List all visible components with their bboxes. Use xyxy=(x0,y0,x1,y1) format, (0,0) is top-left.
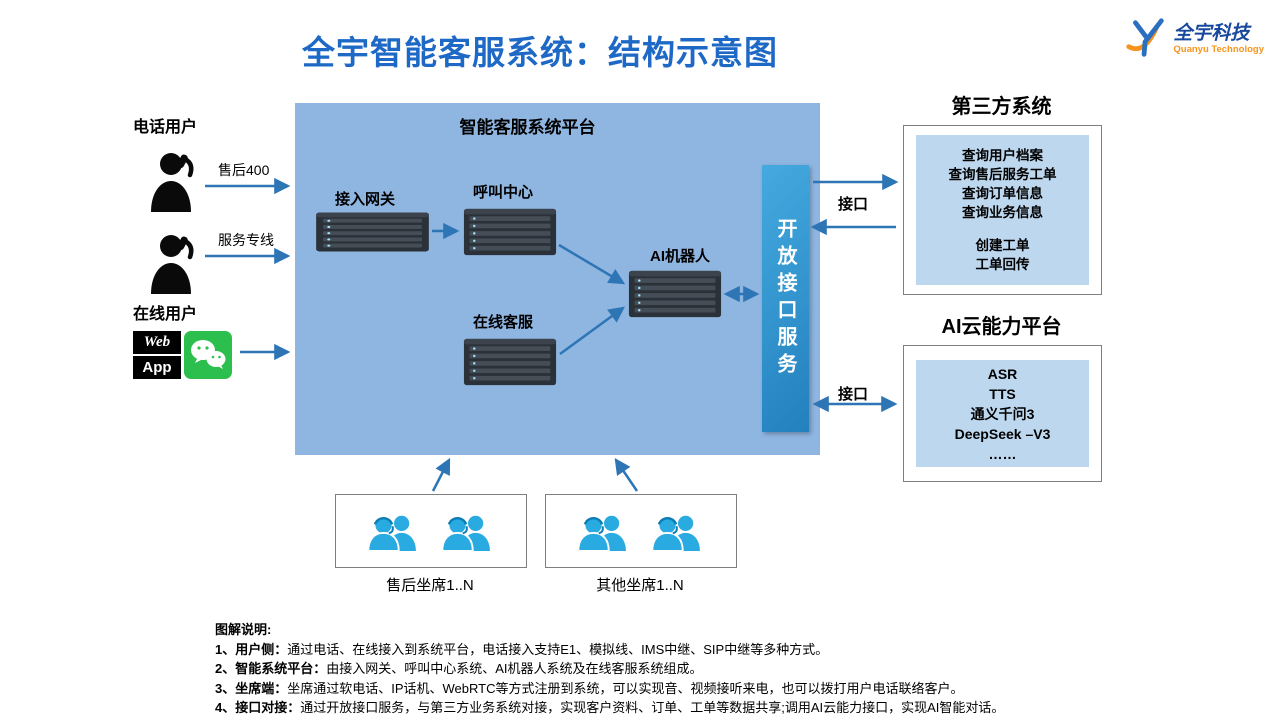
ai-cloud-title: AI云能力平台 xyxy=(941,316,1062,338)
ai-robot-label: AI机器人 xyxy=(649,248,710,265)
third-party-inner: 查询用户档案 查询售后服务工单 查询订单信息 查询业务信息 创建工单 工单回传 xyxy=(916,135,1089,285)
legend-item: 1、用户侧：通过电话、在线接入到系统平台，电话接入支持E1、模拟线、IMS中继、… xyxy=(215,641,829,657)
online-service-label: 在线客服 xyxy=(472,314,533,331)
third-party-box: 查询用户档案 查询售后服务工单 查询订单信息 查询业务信息 创建工单 工单回传 xyxy=(903,125,1102,295)
page-title: 全宇智能客服系统：结构示意图 xyxy=(302,34,778,71)
logo-subtitle: Quanyu Technology xyxy=(1173,43,1264,55)
list-item: 查询售后服务工单 xyxy=(948,167,1057,182)
logo-name: 全宇科技 xyxy=(1173,22,1250,44)
list-item: ASR xyxy=(987,365,1018,382)
platform-box: 智能客服系统平台 接入网关 呼叫中心 AI机器人 在线客服 xyxy=(295,103,820,455)
web-badge: Web xyxy=(133,331,181,354)
agent-pair-icon xyxy=(365,511,423,551)
list-item: 通义千问3 xyxy=(970,405,1035,422)
third-party-title: 第三方系统 xyxy=(951,96,1052,118)
call-center-server-icon xyxy=(463,207,557,257)
agent-pair-icon xyxy=(575,511,633,551)
phone-user-icon xyxy=(148,232,200,294)
ai-cloud-box: ASR TTS 通义千问3 DeepSeek –V3 …… xyxy=(903,345,1102,482)
company-logo: 全宇科技 Quanyu Technology xyxy=(1123,16,1264,62)
list-item: 查询用户档案 xyxy=(962,148,1043,163)
service-line-label: 服务专线 xyxy=(218,232,274,248)
agent-pair-icon xyxy=(439,511,497,551)
logo-icon xyxy=(1123,16,1169,62)
after-sales-agents-box xyxy=(335,494,527,568)
wechat-icon xyxy=(184,331,232,379)
platform-title: 智能客服系统平台 xyxy=(459,118,596,137)
legend: 图解说明: 1、用户侧：通过电话、在线接入到系统平台，电话接入支持E1、模拟线、… xyxy=(215,620,1145,718)
open-interface-bar: 开放接口服务 xyxy=(762,165,809,432)
gateway-label: 接入网关 xyxy=(334,191,395,208)
other-agents-label: 其他坐席1..N xyxy=(596,577,684,594)
other-agents-box xyxy=(545,494,737,568)
call-center-label: 呼叫中心 xyxy=(472,184,533,201)
legend-item: 2、智能系统平台：由接入网关、呼叫中心系统、AI机器人系统及在线客服系统组成。 xyxy=(215,661,703,676)
after-sales-400-label: 售后400 xyxy=(218,162,270,178)
list-item: 创建工单 xyxy=(975,238,1030,253)
app-badge: App xyxy=(133,356,181,379)
list-item: 查询订单信息 xyxy=(962,186,1043,201)
list-item: 工单回传 xyxy=(975,257,1030,272)
arrow-agents1-platform xyxy=(431,457,451,492)
ai-cloud-inner: ASR TTS 通义千问3 DeepSeek –V3 …… xyxy=(916,360,1089,467)
list-item: DeepSeek –V3 xyxy=(954,425,1051,442)
list-item: 查询业务信息 xyxy=(962,205,1043,220)
ai-robot-server-icon xyxy=(628,269,722,319)
phone-user-icon xyxy=(148,150,200,212)
interface-label-top: 接口 xyxy=(838,196,869,213)
interface-label-bottom: 接口 xyxy=(838,386,869,403)
agent-pair-icon xyxy=(649,511,707,551)
gateway-server-icon xyxy=(315,211,430,253)
after-sales-agents-label: 售后坐席1..N xyxy=(386,577,474,594)
logo-text: 全宇科技 Quanyu Technology xyxy=(1173,22,1264,55)
phone-users-label: 电话用户 xyxy=(133,119,198,136)
legend-item: 3、坐席端：坐席通过软电话、IP话机、WebRTC等方式注册到系统，可以实现音、… xyxy=(215,680,964,696)
arrow-agents2-platform xyxy=(614,457,639,492)
open-interface-label: 开放接口服务 xyxy=(774,217,796,380)
legend-title: 图解说明: xyxy=(215,622,272,637)
legend-item: 4、接口对接：通过开放接口服务，与第三方业务系统对接，实现客户资料、订单、工单等… xyxy=(215,700,1005,715)
online-service-server-icon xyxy=(463,337,557,387)
online-users-label: 在线用户 xyxy=(133,306,198,323)
list-item: TTS xyxy=(989,385,1016,402)
list-item: …… xyxy=(988,445,1017,462)
